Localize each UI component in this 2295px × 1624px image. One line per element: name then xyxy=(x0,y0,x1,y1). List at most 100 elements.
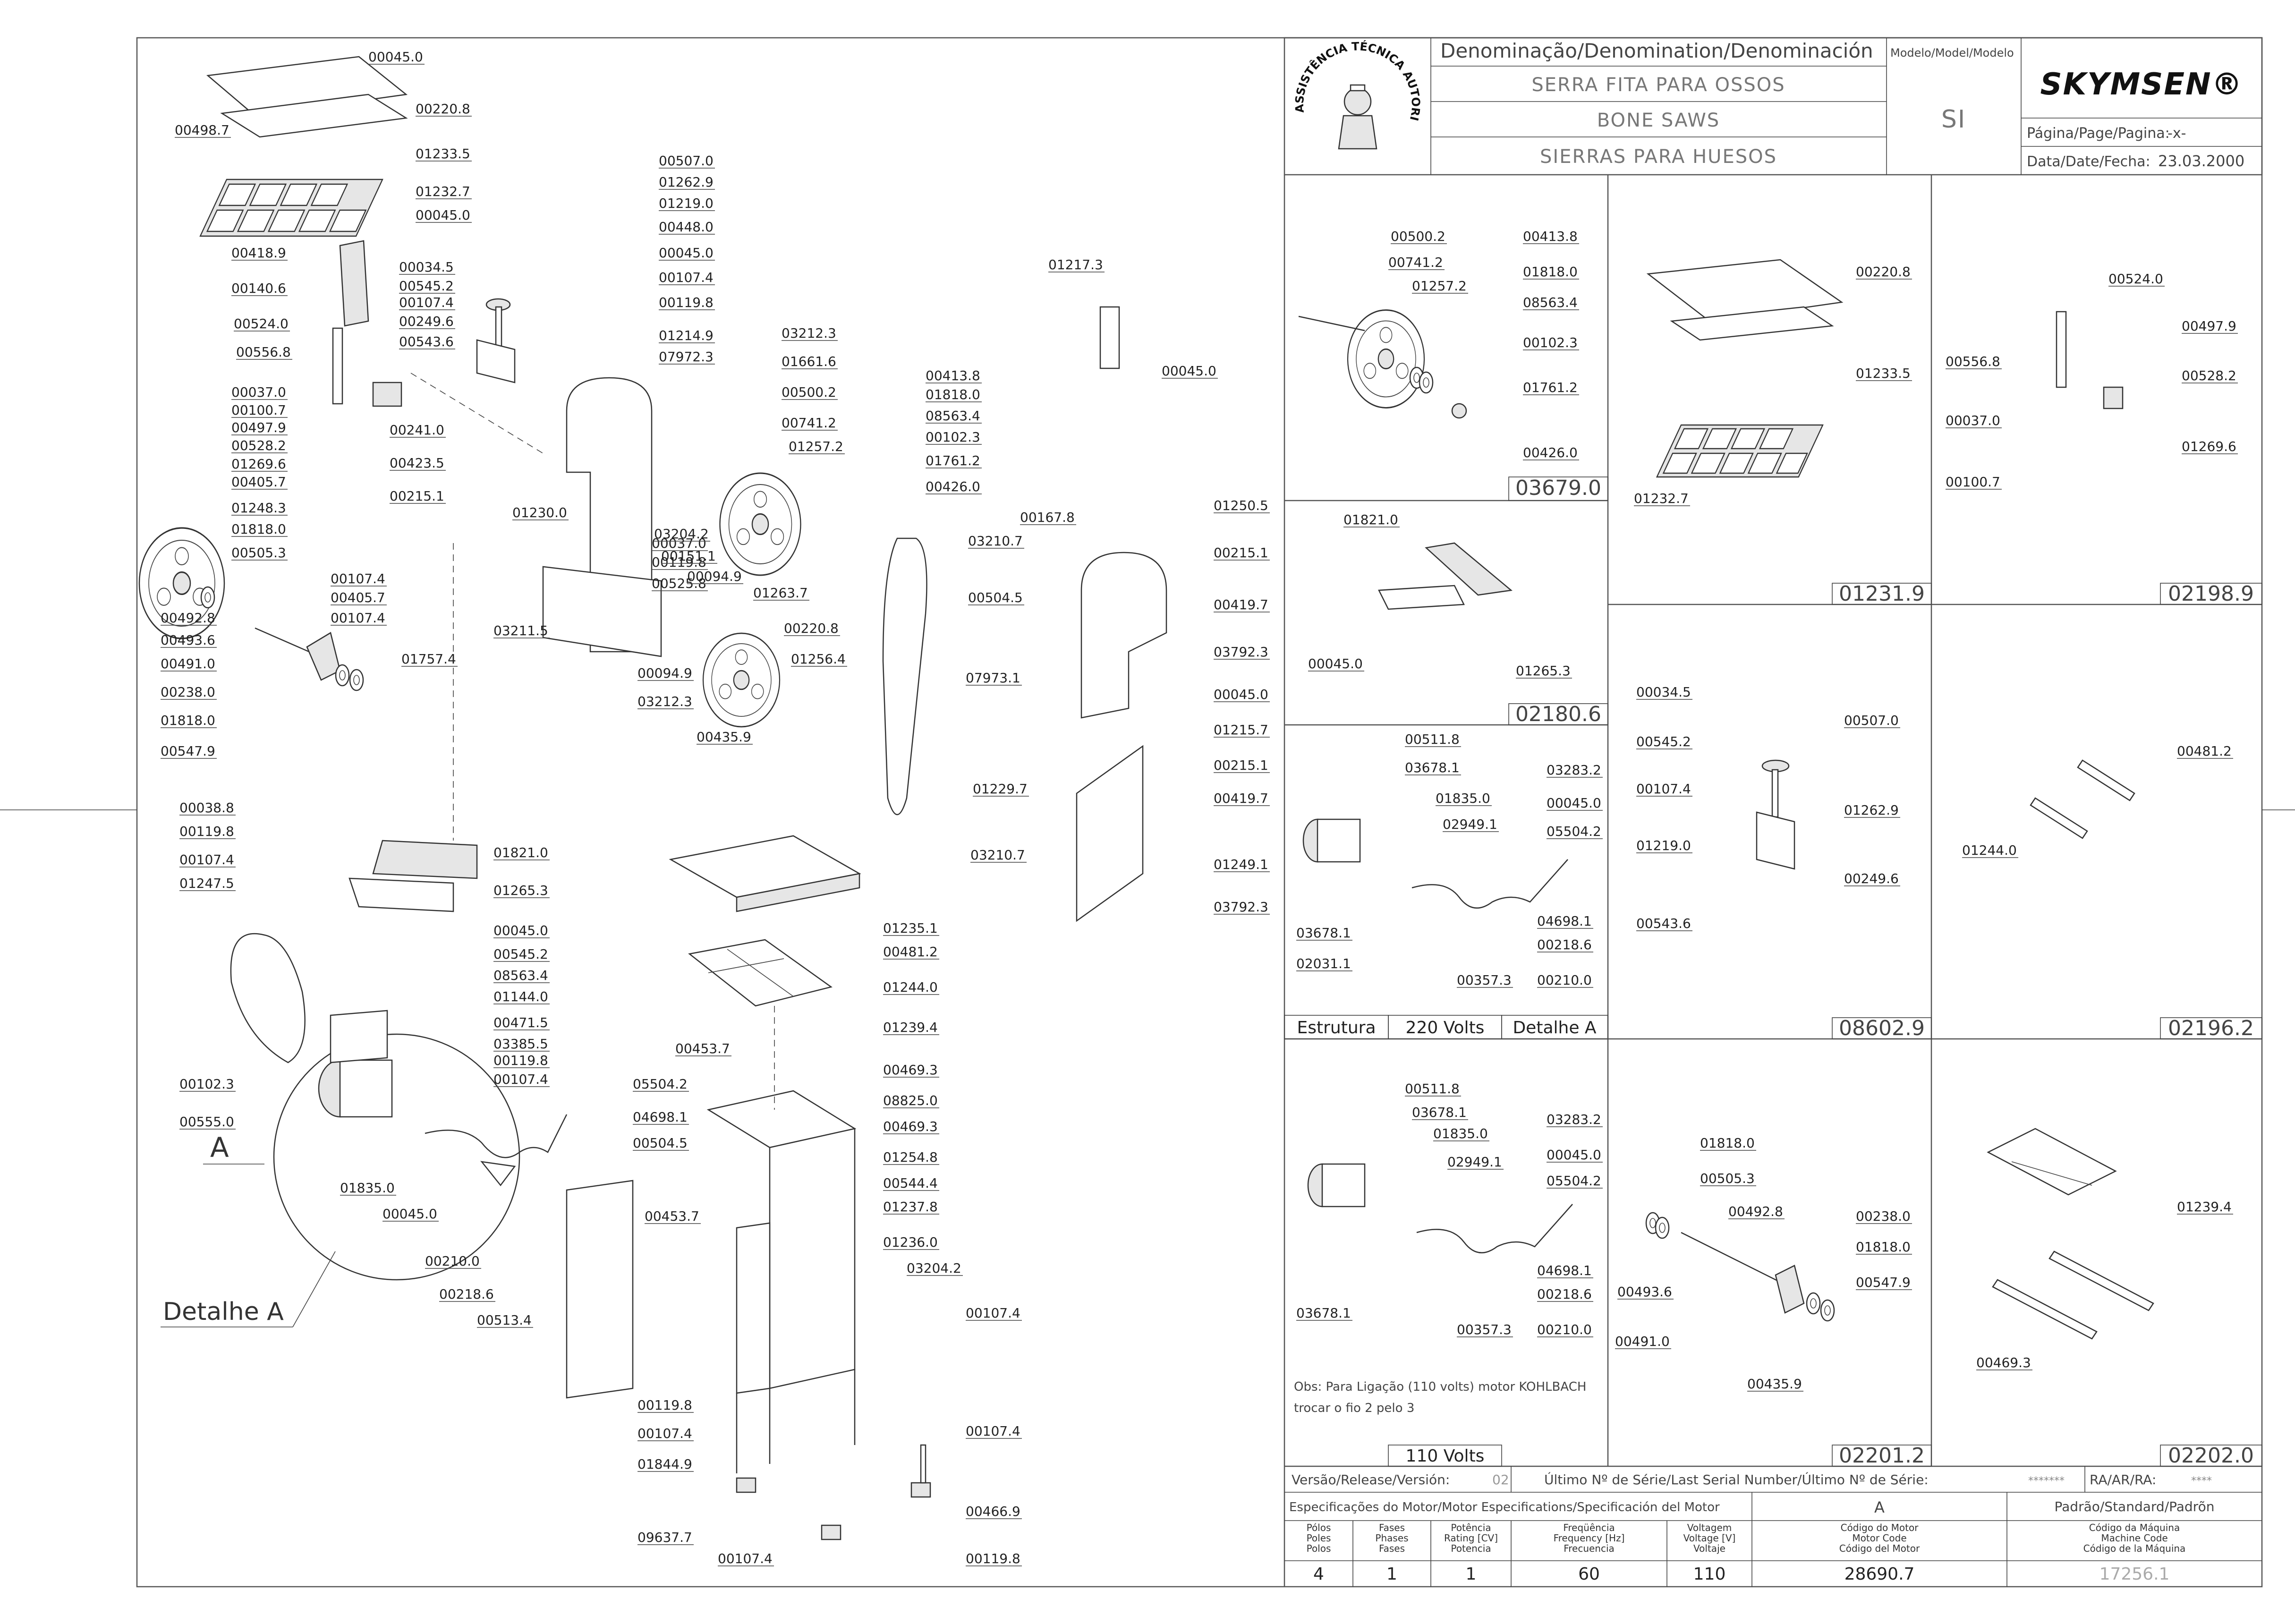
panel-code-08602: 08602.9 xyxy=(1839,1016,1925,1040)
part-label: 00497.9 xyxy=(231,420,286,435)
part-label: 00107.4 xyxy=(966,1305,1020,1321)
panel-part-label: 04698.1 xyxy=(1537,1263,1592,1278)
part-label: 03204.2 xyxy=(654,526,709,542)
part-label: 00469.3 xyxy=(883,1062,938,1078)
part-label: 00119.8 xyxy=(966,1551,1020,1566)
part-label: 00034.5 xyxy=(399,259,454,275)
part-label: 01248.3 xyxy=(231,500,286,516)
ra-value: **** xyxy=(2191,1475,2212,1487)
panel-part-label: 00037.0 xyxy=(1946,413,2000,428)
caption-detalhe-a: Detalhe A xyxy=(1513,1018,1596,1037)
part-label: 01214.9 xyxy=(659,328,714,343)
spec-header: Voltaje xyxy=(1693,1543,1726,1554)
panel-part-label: 02949.1 xyxy=(1443,816,1497,832)
part-label: 01661.6 xyxy=(782,354,836,369)
part-label: 01230.0 xyxy=(512,505,567,520)
part-label: 07972.3 xyxy=(659,349,714,365)
part-label: 00102.3 xyxy=(926,429,980,445)
panel-part-label: 00524.0 xyxy=(2108,271,2163,287)
part-label: 00419.7 xyxy=(1214,597,1268,612)
part-label: 00107.4 xyxy=(399,295,454,310)
part-label: 00220.8 xyxy=(784,621,839,636)
part-label: 00513.4 xyxy=(477,1312,532,1328)
model-value: SI xyxy=(1941,105,1966,134)
part-label: 01250.5 xyxy=(1214,498,1268,513)
wiring-note-line2: trocar o fio 2 pelo 3 xyxy=(1294,1401,1414,1415)
part-label: 03211.5 xyxy=(493,623,548,638)
spec-header: Frequency [Hz] xyxy=(1554,1532,1625,1544)
panel-part-label: 01239.4 xyxy=(2177,1199,2232,1215)
panel-part-label: 00511.8 xyxy=(1405,731,1460,747)
part-label: 00045.0 xyxy=(416,207,470,223)
panel-code-02202: 02202.0 xyxy=(2168,1444,2254,1468)
part-label: 00547.9 xyxy=(161,743,215,759)
spec-header: Poles xyxy=(1307,1532,1331,1544)
seal-logo: ASSISTÊNCIA TÉCNICA AUTORIZADA xyxy=(1293,39,1422,150)
part-label: 00037.0 xyxy=(652,536,706,551)
part-label: 00215.1 xyxy=(390,488,444,504)
caption-110v: 110 Volts xyxy=(1406,1446,1485,1466)
part-label: 00102.3 xyxy=(179,1076,234,1092)
part-label: 00471.5 xyxy=(493,1015,548,1030)
panel-code-02201: 02201.2 xyxy=(1839,1444,1925,1468)
part-label: 00493.6 xyxy=(161,632,215,648)
panel-part-label: 01265.3 xyxy=(1516,663,1571,679)
part-label: 01236.0 xyxy=(883,1234,938,1250)
panel-part-label: 01761.2 xyxy=(1523,380,1578,395)
part-label: 01257.2 xyxy=(789,439,843,454)
part-label: 00218.6 xyxy=(439,1286,494,1302)
panel-part-label: 00218.6 xyxy=(1537,937,1592,952)
part-label: 03204.2 xyxy=(907,1260,961,1276)
panel-part-label: 01835.0 xyxy=(1433,1126,1488,1141)
panel-part-label: 03678.1 xyxy=(1412,1105,1467,1120)
panel-code-02198: 02198.9 xyxy=(2168,582,2254,606)
part-label: 01244.0 xyxy=(883,979,938,995)
spec-header: Potencia xyxy=(1451,1543,1491,1554)
part-label: 00140.6 xyxy=(231,281,286,296)
part-label: 00504.5 xyxy=(633,1135,688,1151)
part-label: 01215.7 xyxy=(1214,722,1268,738)
part-label: 00045.0 xyxy=(1214,687,1268,702)
part-label: 00492.8 xyxy=(161,610,215,626)
panel-part-label: 00426.0 xyxy=(1523,445,1578,460)
panel-part-label: 00507.0 xyxy=(1844,713,1899,728)
part-label: 01757.4 xyxy=(401,651,456,667)
panel-part-label: 00481.2 xyxy=(2177,743,2232,759)
part-label: 00167.8 xyxy=(1020,510,1075,525)
part-label: 01256.4 xyxy=(791,651,846,667)
panel-part-label: 00045.0 xyxy=(1547,795,1601,811)
part-label: 00220.8 xyxy=(416,101,470,117)
part-label: 00107.4 xyxy=(638,1426,692,1441)
panel-part-label: 00528.2 xyxy=(2182,368,2236,383)
title-block xyxy=(1284,37,2263,176)
name-es: SIERRAS PARA HUESOS xyxy=(1540,146,1777,168)
panel-part-label: 00505.3 xyxy=(1700,1171,1755,1186)
part-label: 01818.0 xyxy=(161,713,215,728)
part-label: 00555.0 xyxy=(179,1114,234,1130)
spec-value: 28690.7 xyxy=(1844,1564,1915,1584)
detail-a-title: Detalhe A xyxy=(163,1298,284,1326)
panel-grid xyxy=(1284,175,2262,1587)
part-label: 00423.5 xyxy=(390,455,444,471)
part-label: 00038.8 xyxy=(179,800,234,816)
part-label: 00045.0 xyxy=(659,245,714,261)
part-label: 01237.8 xyxy=(883,1199,938,1215)
part-label: 05504.2 xyxy=(633,1076,688,1092)
part-label: 01239.4 xyxy=(883,1020,938,1035)
part-label: 01262.9 xyxy=(659,174,714,190)
panel-part-label: 02031.1 xyxy=(1296,956,1351,971)
part-label: 00544.4 xyxy=(883,1175,938,1191)
detail-a-marker: A xyxy=(210,1131,229,1164)
panel-part-label: 04698.1 xyxy=(1537,913,1592,929)
spec-header: Fases xyxy=(1379,1543,1405,1554)
part-label: 00215.1 xyxy=(1214,757,1268,773)
caption-estrutura: Estrutura xyxy=(1297,1018,1376,1037)
panel-part-label: 00220.8 xyxy=(1856,264,1911,280)
part-label: 00741.2 xyxy=(782,415,836,431)
panel-code-03679: 03679.0 xyxy=(1515,476,1601,500)
panel-part-label: 05504.2 xyxy=(1547,824,1601,839)
part-label: 01761.2 xyxy=(926,453,980,468)
spec-header: Código del Motor xyxy=(1839,1543,1920,1554)
part-label: 00119.8 xyxy=(179,824,234,839)
panel-geometry xyxy=(1298,259,2154,1340)
